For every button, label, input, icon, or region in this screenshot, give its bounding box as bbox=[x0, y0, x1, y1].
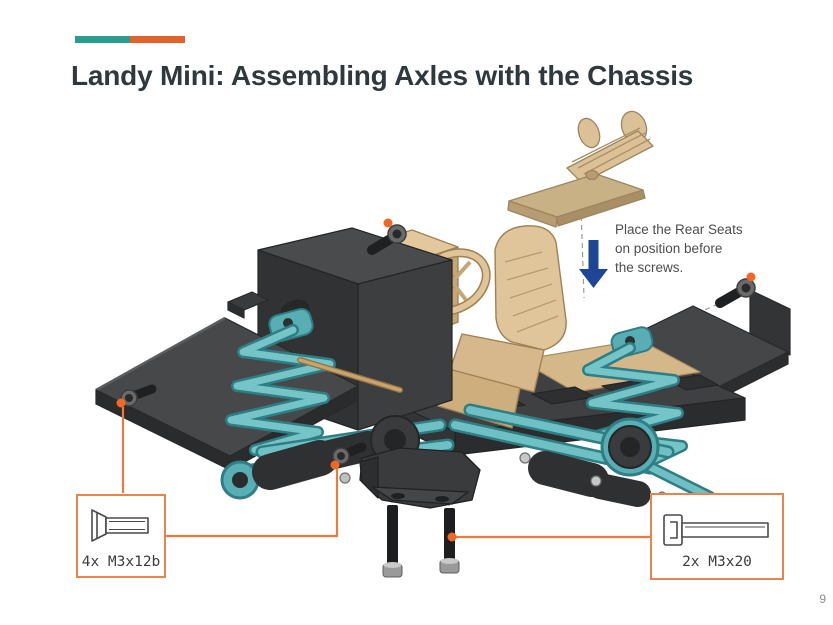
accent-bar-orange bbox=[130, 36, 185, 43]
m3x20-bolts bbox=[382, 505, 460, 578]
skid-plate bbox=[359, 447, 481, 509]
callout-connectors bbox=[121, 407, 650, 539]
m3x12-screw-left bbox=[120, 384, 157, 407]
callout-m3x12b: 4x M3x12b bbox=[76, 494, 166, 578]
countersunk-screw-icon bbox=[91, 509, 149, 542]
callout-label-m3x12b: 4x M3x12b bbox=[81, 554, 161, 570]
socket-cap-screw-icon bbox=[663, 514, 769, 546]
left-coil-spring bbox=[225, 308, 336, 456]
m3x12-screw-right bbox=[715, 278, 756, 308]
steering-link bbox=[297, 357, 403, 393]
callout-m3x20: 2x M3x20 bbox=[650, 493, 784, 580]
m3x12-screw-center bbox=[332, 442, 367, 465]
accent-bar-teal bbox=[75, 36, 130, 43]
accent-bar bbox=[75, 36, 185, 43]
m3x12-screws bbox=[120, 224, 756, 465]
rear-axle-assembly bbox=[448, 403, 716, 507]
down-arrow-icon bbox=[579, 240, 608, 288]
callout-label-m3x20: 2x M3x20 bbox=[682, 554, 752, 570]
front-seat bbox=[437, 225, 567, 429]
page-number: 9 bbox=[819, 592, 826, 606]
rear-seats-note: Place the Rear Seats on position before … bbox=[615, 222, 743, 275]
page-title: Landy Mini: Assembling Axles with the Ch… bbox=[71, 60, 694, 91]
rear-bench-seat bbox=[507, 110, 654, 228]
right-coil-spring bbox=[582, 326, 688, 472]
m3x12-screw-top bbox=[367, 224, 407, 255]
highlight-dots bbox=[116, 218, 756, 542]
